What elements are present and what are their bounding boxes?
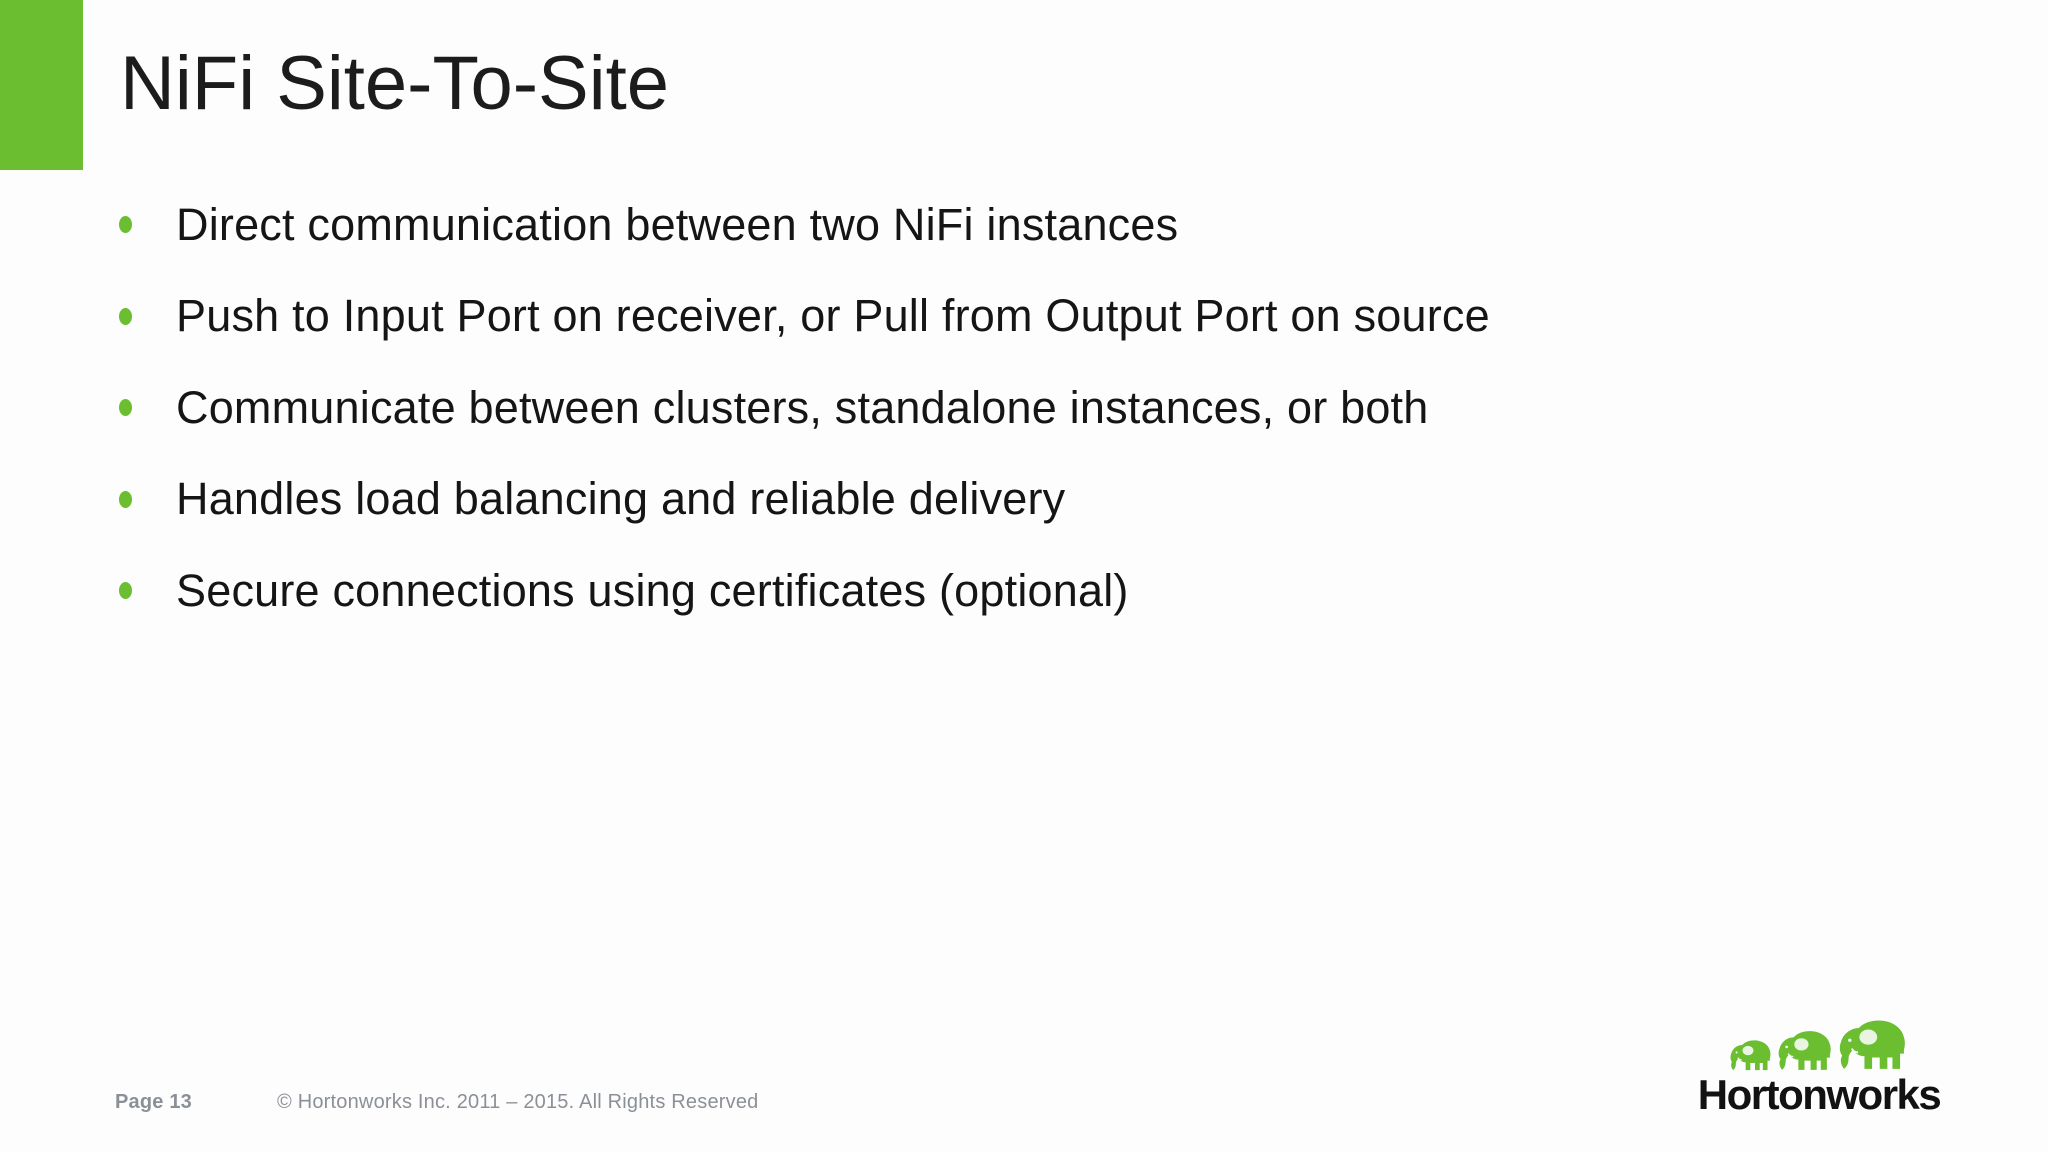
elephant-icon <box>1777 1031 1831 1071</box>
bullet-dot-icon <box>119 399 132 417</box>
bullet-dot-icon <box>119 216 132 234</box>
bullet-text: Communicate between clusters, standalone… <box>176 381 1429 433</box>
list-item: Push to Input Port on receiver, or Pull … <box>0 271 1900 363</box>
bullet-text: Secure connections using certificates (o… <box>176 564 1129 616</box>
footer-copyright: © Hortonworks Inc. 2011 – 2015. All Righ… <box>277 1091 759 1113</box>
elephant-icon <box>1729 1040 1771 1071</box>
list-item: Direct communication between two NiFi in… <box>0 179 1900 271</box>
logo-wordmark: Hortonworks <box>1697 1071 1942 1118</box>
bullet-text: Direct communication between two NiFi in… <box>176 198 1179 250</box>
bullet-dot-icon <box>119 582 132 600</box>
list-item: Handles load balancing and reliable deli… <box>0 454 1900 546</box>
list-item: Communicate between clusters, standalone… <box>0 362 1900 454</box>
bullet-text: Handles load balancing and reliable deli… <box>176 473 1066 525</box>
footer-page-number: Page 13 <box>115 1091 193 1113</box>
list-item: Secure connections using certificates (o… <box>0 545 1900 637</box>
page-title: NiFi Site-To-Site <box>120 41 669 126</box>
corner-accent-bar <box>0 0 83 170</box>
bullet-text: Push to Input Port on receiver, or Pull … <box>176 290 1490 342</box>
hortonworks-logo: Hortonworks <box>1698 1018 1942 1116</box>
elephant-herd <box>1729 1018 1909 1072</box>
bullet-dot-icon <box>119 490 132 508</box>
bullet-dot-icon <box>119 307 132 325</box>
elephant-icon <box>1838 1020 1906 1070</box>
bullet-list: Direct communication between two NiFi in… <box>0 179 1900 637</box>
